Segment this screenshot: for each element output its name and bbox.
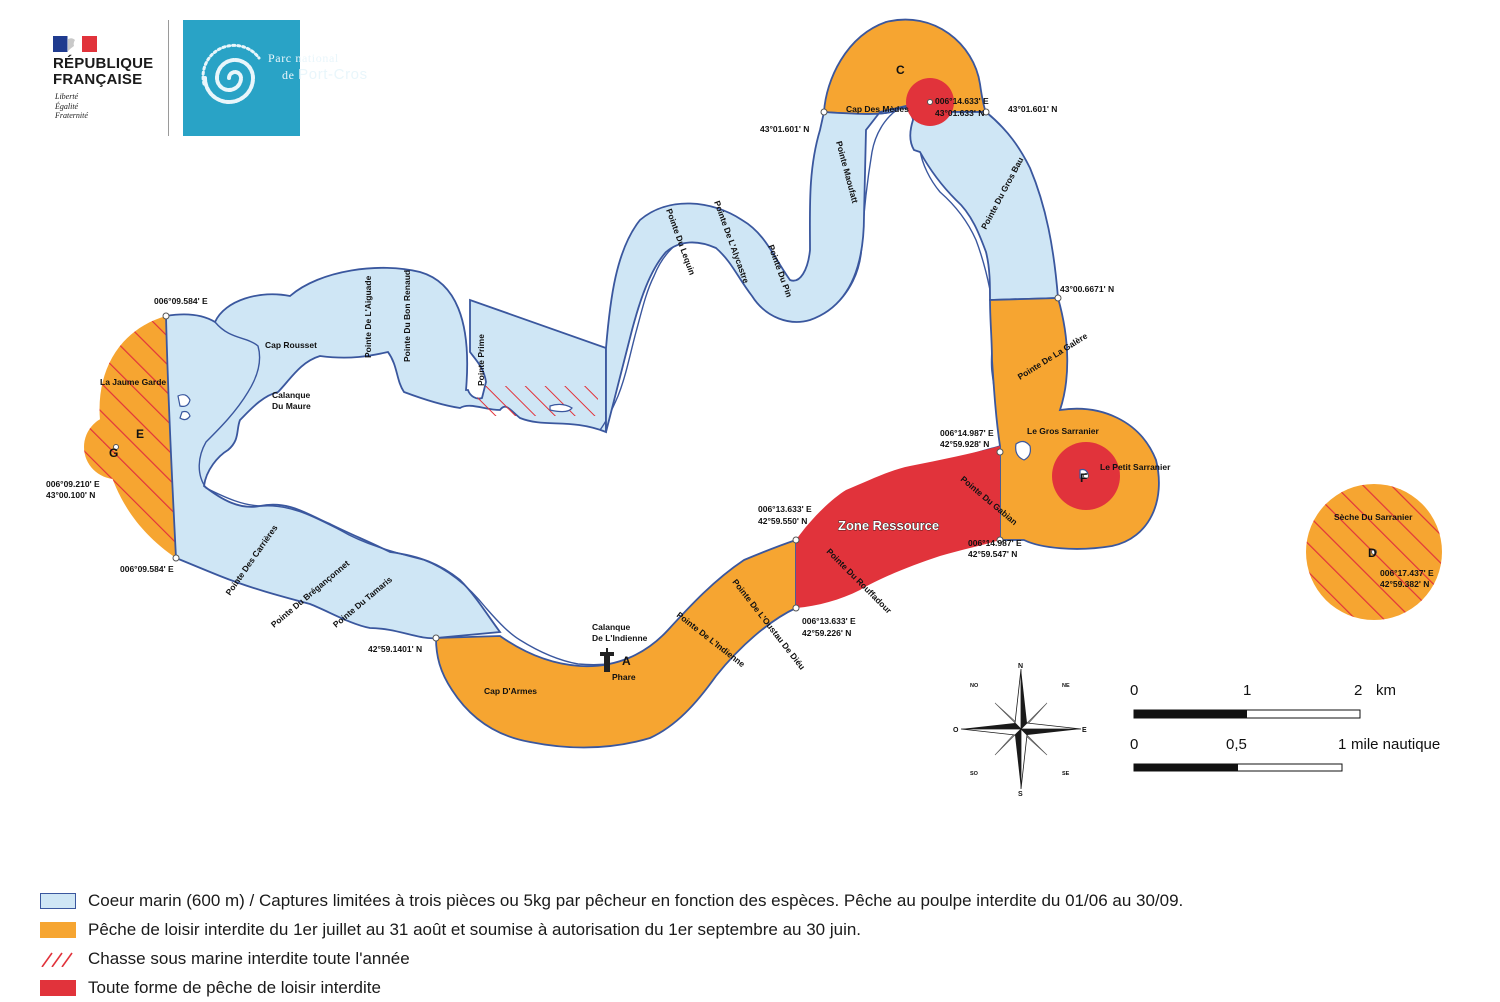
legend-swatch-hatch-icon (40, 951, 76, 967)
label-phare: Phare (612, 672, 636, 682)
label-cap-des-medes: Cap Des Mèdes (846, 104, 909, 114)
islets (177, 394, 1089, 480)
park-logo (183, 20, 300, 136)
label-calanque-du-maure-1: Calanque (272, 390, 311, 400)
zone-c-letter: C (896, 63, 905, 77)
zone-a-letter: A (622, 654, 631, 668)
coord-res-w1-lon: 006°13.633' E (758, 504, 812, 514)
zone-ressource (796, 446, 1000, 608)
scale-km-2: 2 (1354, 682, 1362, 699)
compass-so: SO (970, 771, 979, 777)
boundary-markers (113, 99, 1377, 642)
coord-d-lat: 42°59.382' N (1380, 579, 1429, 589)
zone-d-letter: D (1368, 546, 1377, 560)
coord-res-e2-lat: 42°59.547' N (968, 549, 1017, 559)
legend-swatch-no-fishing (40, 979, 76, 996)
zone-g-letter: G (109, 446, 118, 460)
scale-bar-km: 0 1 2 km (1130, 682, 1396, 719)
park-logo-line1: Parc national (268, 51, 339, 65)
label-pointe-de-laiguade: Pointe De L'Aiguade (363, 275, 373, 358)
compass-o: O (953, 727, 959, 734)
coord-e-south: 006°09.584' E (120, 564, 174, 574)
marianne-flag-icon (53, 36, 97, 57)
scale-nm-05: 0,5 (1226, 736, 1247, 753)
coord-g-lon: 006°09.210' E (46, 479, 100, 489)
scale-km-0: 0 (1130, 682, 1138, 699)
coord-tamaris: 42°59.1401' N (368, 644, 422, 654)
legend-swatch-heart (40, 892, 76, 909)
zone-e-letter: E (136, 427, 144, 441)
label-seche-du-sarranier: Sèche Du Sarranier (1334, 512, 1413, 522)
coord-c-lon: 006°14.633' E (935, 96, 989, 106)
legend-row-no-fishing: Toute forme de pêche de loisir interdite (40, 973, 1480, 1002)
label-le-petit-sarranier: Le Petit Sarranier (1100, 462, 1171, 472)
label-le-gros-sarranier: Le Gros Sarranier (1027, 426, 1100, 436)
coord-c-lat: 43°01.633' N (935, 108, 984, 118)
label-calanque-de-lindienne-1: Calanque (592, 622, 631, 632)
coord-g-lat: 43°00.100' N (46, 490, 95, 500)
compass-ne: NE (1062, 683, 1070, 689)
legend-swatch-seasonal (40, 921, 76, 938)
heart-zone-north (605, 105, 1059, 433)
hatched-strip-prime (476, 386, 598, 416)
legend-row-seasonal: Pêche de loisir interdite du 1er juillet… (40, 915, 1480, 944)
legend-text-heart: Coeur marin (600 m) / Captures limitées … (88, 890, 1184, 910)
coord-res-e1-lat: 42°59.928' N (940, 439, 989, 449)
logo-separator (168, 20, 169, 136)
scale-nm-unit: mile nautique (1351, 736, 1440, 753)
label-la-jaume-garde: La Jaume Garde (100, 377, 166, 387)
label-cap-darmes: Cap D'Armes (484, 686, 537, 696)
compass-rose-icon: N S E O NO NE SO SE (953, 663, 1087, 798)
compass-no: NO (970, 683, 979, 689)
park-logo-line2: de Port-Cros (282, 66, 368, 83)
scale-nm-1: 1 (1338, 736, 1346, 753)
map-legend: Coeur marin (600 m) / Captures limitées … (40, 886, 1480, 1002)
coord-res-w2-lat: 42°59.226' N (802, 628, 851, 638)
fishing-zones-map: C E G F D A Zone Ressource Cap Des Mèdes… (46, 18, 1442, 798)
legend-text-no-fishing: Toute forme de pêche de loisir interdite (88, 977, 381, 997)
legend-text-seasonal: Pêche de loisir interdite du 1er juillet… (88, 919, 862, 939)
coord-c-west: 43°01.601' N (760, 124, 809, 134)
republic-motto: Liberté Égalité Fraternité (55, 92, 88, 120)
scale-km-1: 1 (1243, 682, 1251, 699)
label-pointe-prime: Pointe Prime (476, 334, 486, 386)
heart-zone (165, 266, 607, 640)
coord-e-north: 006°09.584' E (154, 296, 208, 306)
coord-c-east: 43°01.601' N (1008, 104, 1057, 114)
label-pointe-du-bon-renaud: Pointe Du Bon Renaud (402, 270, 412, 362)
compass-s: S (1018, 791, 1023, 798)
compass-n: N (1018, 663, 1023, 670)
zone-ressource-label: Zone Ressource (838, 518, 939, 533)
scale-nm-0: 0 (1130, 736, 1138, 753)
coord-res-e2-lon: 006°14.987' E (968, 538, 1022, 548)
zone-south-orange (435, 538, 797, 749)
spiral-icon (201, 43, 261, 104)
scale-bar-nm: 0 0,5 1 mile nautique (1130, 736, 1440, 772)
label-calanque-du-maure-2: Du Maure (272, 401, 311, 411)
legend-row-hatch: Chasse sous marine interdite toute l'ann… (40, 944, 1480, 973)
republique-francaise-text: RÉPUBLIQUE FRANÇAISE (53, 55, 154, 88)
scale-km-unit: km (1376, 682, 1396, 699)
coord-gros-bau: 43°00.6671' N (1060, 284, 1114, 294)
label-cap-rousset: Cap Rousset (265, 340, 317, 350)
compass-e: E (1082, 727, 1087, 734)
coord-res-e1-lon: 006°14.987' E (940, 428, 994, 438)
zone-e (99, 316, 176, 558)
legend-row-heart: Coeur marin (600 m) / Captures limitées … (40, 886, 1480, 915)
zone-f-letter: F (1080, 471, 1087, 485)
lighthouse-icon (600, 648, 614, 672)
legend-text-hatch: Chasse sous marine interdite toute l'ann… (88, 948, 410, 968)
coord-res-w1-lat: 42°59.550' N (758, 516, 807, 526)
compass-se: SE (1062, 771, 1070, 777)
coord-d-lon: 006°17.437' E (1380, 568, 1434, 578)
coord-res-w2-lon: 006°13.633' E (802, 616, 856, 626)
label-calanque-de-lindienne-2: De L'Indienne (592, 633, 648, 643)
